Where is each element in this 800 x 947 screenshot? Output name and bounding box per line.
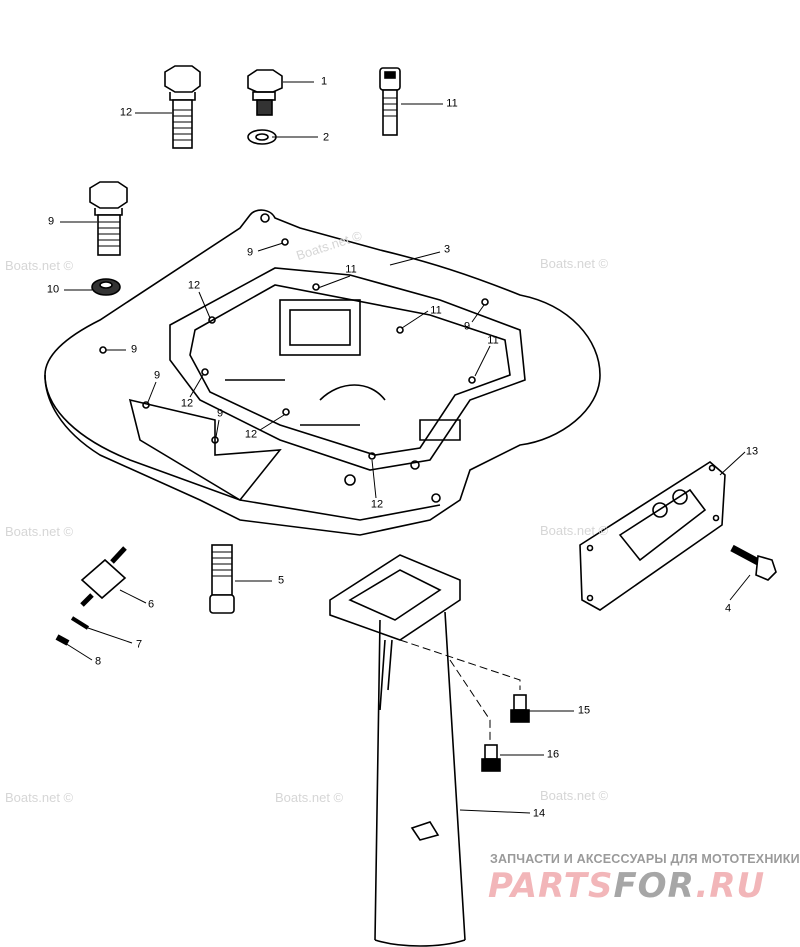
callout-label: 12 <box>180 397 194 410</box>
callout-label: 14 <box>532 807 546 820</box>
watermark: Boats.net © <box>5 524 74 539</box>
callout-label: 12 <box>187 279 201 292</box>
leader-lines <box>60 81 751 814</box>
callout-label: 9 <box>216 407 224 420</box>
plate-3-part <box>44 209 601 536</box>
pin-8-part <box>55 634 70 646</box>
bolt-9-part <box>89 181 128 256</box>
callout-label: 16 <box>546 748 560 761</box>
callout-label: 3 <box>443 243 451 256</box>
callout-label: 9 <box>47 215 55 228</box>
callout-label: 9 <box>463 320 471 333</box>
bolt-5-part <box>209 544 235 614</box>
callout-label: 7 <box>135 638 143 651</box>
callout-label: 1 <box>320 75 328 88</box>
watermark: Boats.net © <box>5 258 74 273</box>
callout-label: 11 <box>487 334 499 347</box>
gasket-13-part <box>579 461 726 611</box>
bolt-15-part <box>510 694 530 723</box>
connector-6-part <box>80 546 127 607</box>
pin-7-part <box>70 616 90 630</box>
screw-11-part <box>379 67 401 136</box>
callout-label: 13 <box>745 445 759 458</box>
logo-part: .RU <box>695 866 766 906</box>
callout-label: 9 <box>130 343 138 356</box>
bolt-1-part <box>247 69 283 116</box>
callout-label: 12 <box>370 498 384 511</box>
callout-label: 4 <box>724 602 732 615</box>
callout-label: 12 <box>119 106 133 119</box>
watermark: Boats.net © <box>540 523 609 538</box>
callout-label: 2 <box>322 131 330 144</box>
callout-label: 6 <box>147 598 155 611</box>
bolt-12-part <box>164 65 201 149</box>
callout-label: 5 <box>277 574 285 587</box>
watermark: Boats.net © <box>5 790 74 805</box>
partsfor-logo: PARTSFOR.RU <box>488 866 765 906</box>
logo-part: PARTS <box>488 866 614 906</box>
bolt-16-part <box>481 744 501 772</box>
callout-label: 9 <box>153 369 161 382</box>
callout-label: 11 <box>446 97 458 110</box>
callout-label: 8 <box>94 655 102 668</box>
washer-2-part <box>247 129 277 145</box>
tube-14-part <box>329 554 521 947</box>
callout-label: 15 <box>577 704 591 717</box>
logo-subtitle: ЗАПЧАСТИ И АКСЕССУАРЫ ДЛЯ МОТОТЕХНИКИ <box>490 852 800 866</box>
callout-label: 11 <box>430 304 442 317</box>
watermark: Boats.net © <box>540 788 609 803</box>
logo-part: FOR <box>613 866 696 906</box>
callout-label: 9 <box>246 246 254 259</box>
watermark: Boats.net © <box>275 790 344 805</box>
callout-label: 12 <box>244 428 258 441</box>
callout-label: 11 <box>345 263 357 276</box>
bolt-4-part <box>730 544 777 581</box>
watermark: Boats.net © <box>540 256 609 271</box>
callout-label: 10 <box>46 283 60 296</box>
